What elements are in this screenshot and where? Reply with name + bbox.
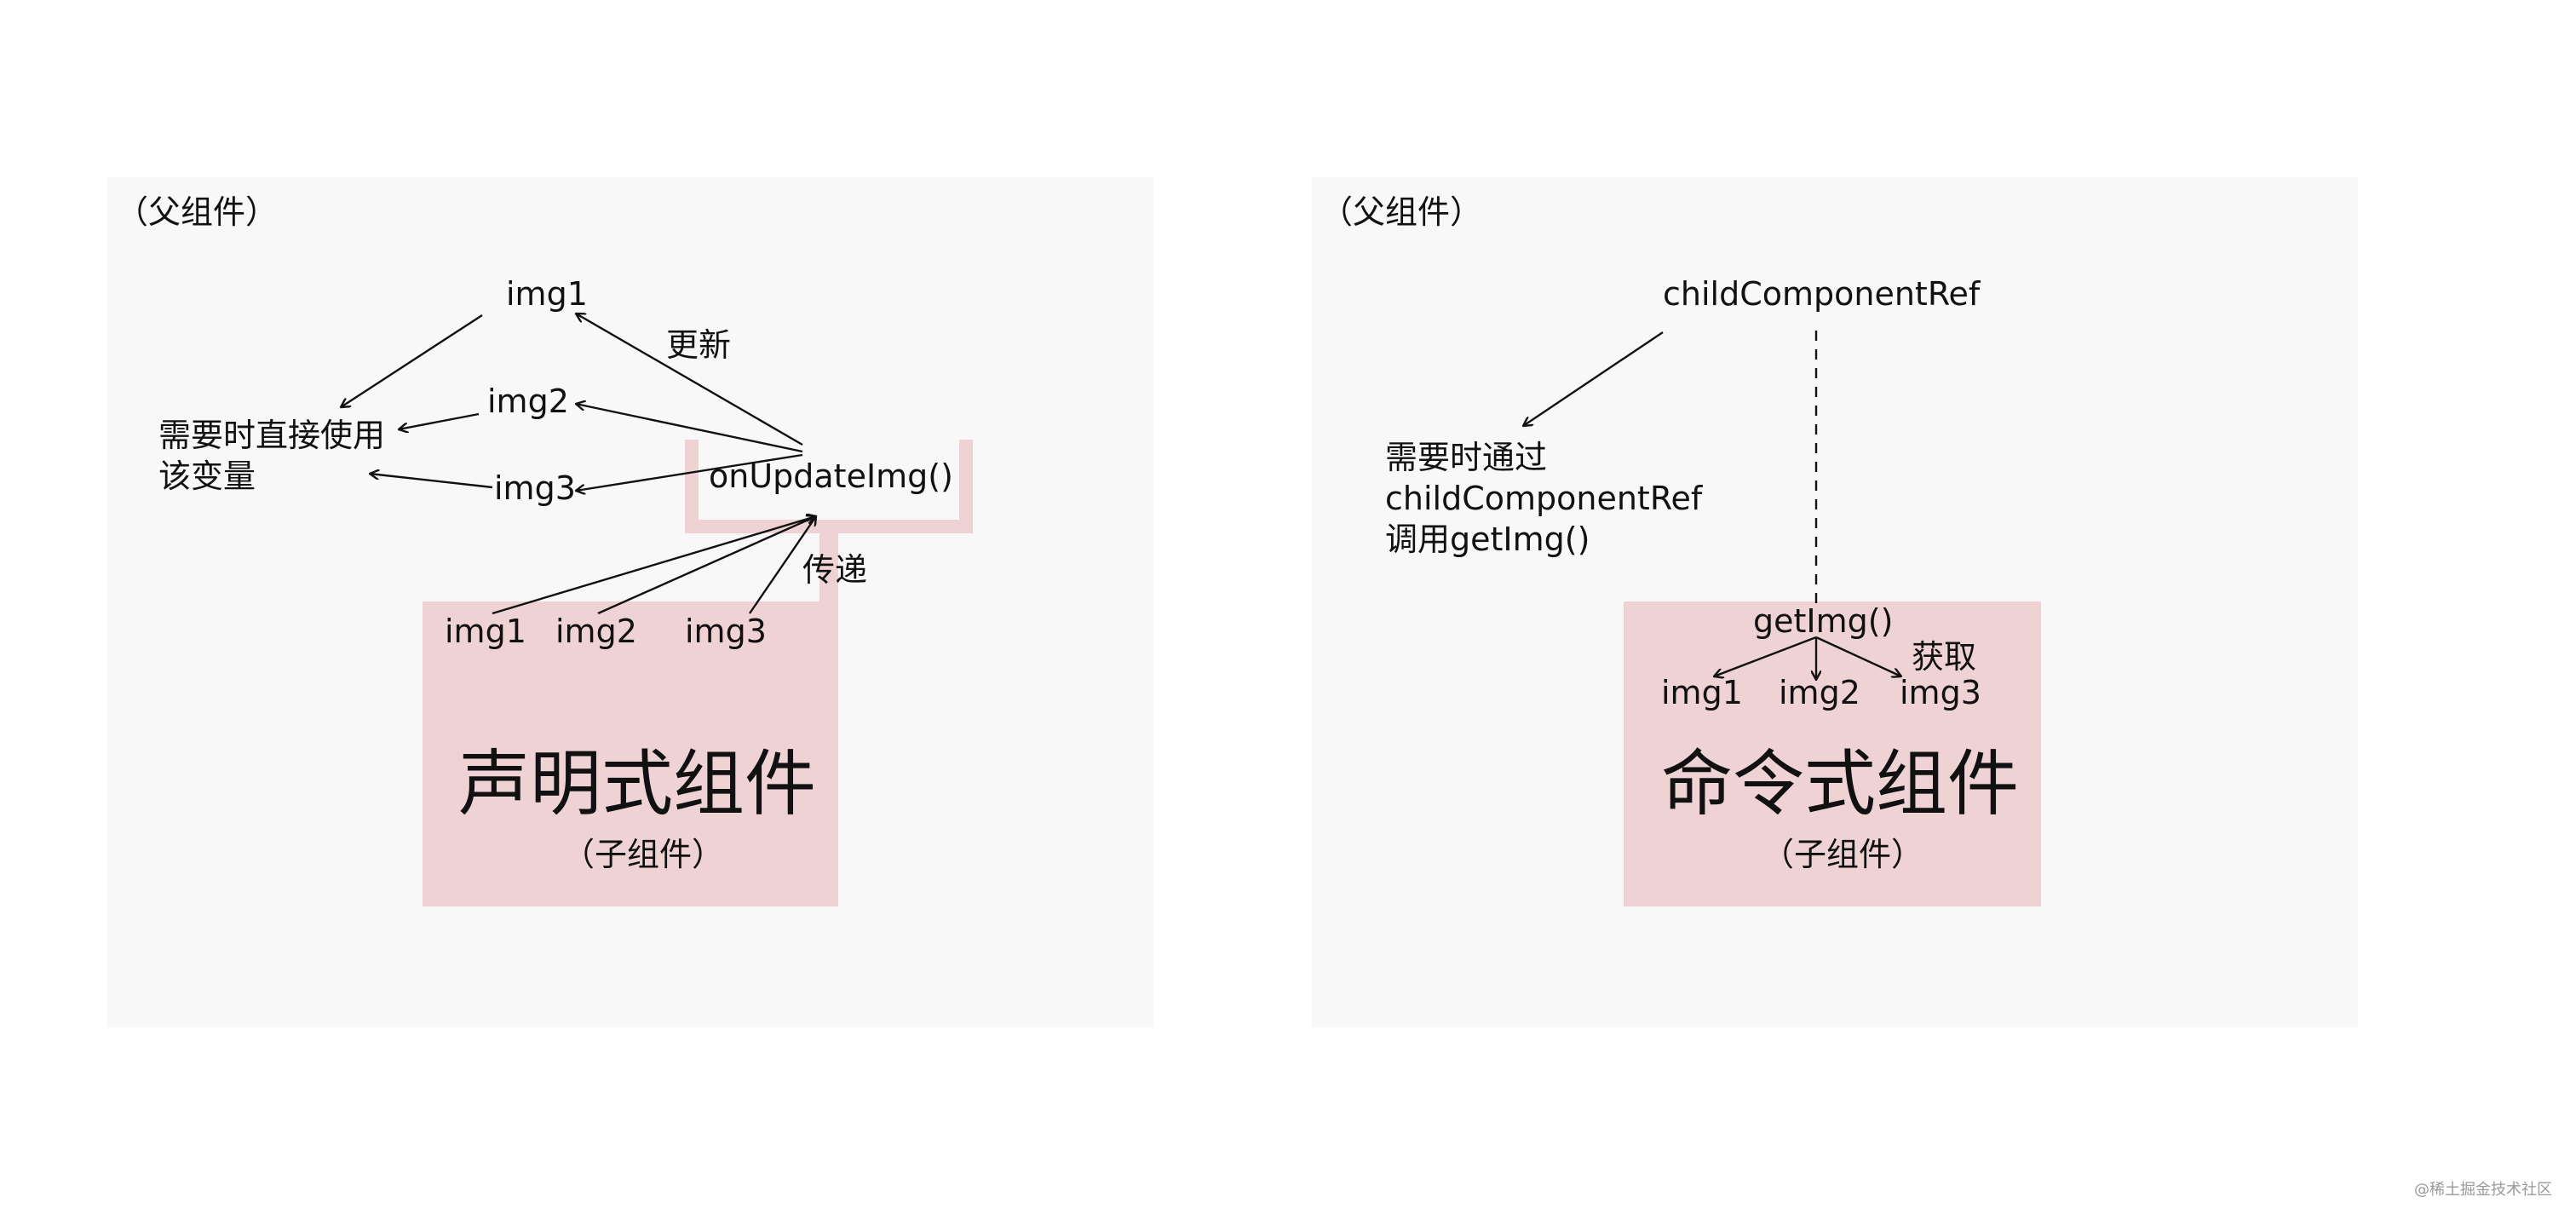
ref-note-line1: 需要时通过 bbox=[1385, 439, 1548, 476]
use-note-line1: 需要时直接使用 bbox=[158, 417, 386, 454]
callback-bracket-right bbox=[959, 440, 973, 533]
arrow-update-img1 bbox=[576, 314, 803, 446]
update-label: 更新 bbox=[666, 326, 732, 364]
get-img-method: getImg() bbox=[1753, 602, 1894, 640]
declarative-title: 声明式组件 bbox=[458, 742, 817, 826]
declarative-subtitle: （子组件） bbox=[562, 836, 725, 873]
arrow-pass-img1 bbox=[492, 516, 816, 615]
arrow-get-img1 bbox=[1714, 636, 1817, 676]
on-update-img-callback: onUpdateImg() bbox=[709, 458, 953, 495]
arrow-ref-to-note bbox=[1523, 331, 1664, 426]
img3-variable: img3 bbox=[494, 469, 576, 507]
parent-label-right: （父组件） bbox=[1320, 193, 1483, 231]
child-img2-right: img2 bbox=[1779, 674, 1860, 711]
arrow-update-img3 bbox=[576, 453, 803, 491]
child-img3-left: img3 bbox=[685, 613, 767, 650]
pass-label: 传递 bbox=[802, 551, 868, 589]
child-img1-right: img1 bbox=[1661, 674, 1743, 711]
imperative-title: 命令式组件 bbox=[1661, 742, 2020, 826]
ref-note-line3: 调用getImg() bbox=[1385, 521, 1590, 558]
img2-variable: img2 bbox=[487, 383, 569, 420]
arrow-img3-to-note bbox=[370, 474, 493, 489]
arrow-img1-to-note bbox=[341, 314, 483, 407]
declarative-child-component bbox=[423, 601, 838, 906]
arrow-pass-img2 bbox=[597, 516, 816, 615]
arrow-pass-img3 bbox=[749, 516, 816, 614]
get-label: 获取 bbox=[1912, 638, 1977, 676]
child-img2-left: img2 bbox=[555, 613, 637, 650]
child-img3-right: img3 bbox=[1900, 674, 1981, 711]
child-component-ref: childComponentRef bbox=[1663, 275, 1981, 313]
imperative-child-component bbox=[1624, 601, 2041, 906]
parent-label-left: （父组件） bbox=[116, 193, 279, 231]
child-img1-left: img1 bbox=[445, 613, 526, 650]
img1-variable: img1 bbox=[506, 275, 588, 313]
watermark: @稀土掘金技术社区 bbox=[2414, 1181, 2552, 1199]
callback-bracket-left bbox=[685, 440, 699, 533]
imperative-subtitle: （子组件） bbox=[1762, 836, 1924, 873]
use-note-line2: 该变量 bbox=[158, 458, 256, 495]
arrow-img2-to-note bbox=[399, 412, 480, 429]
arrow-get-img3 bbox=[1815, 636, 1901, 676]
ref-note-line2: childComponentRef bbox=[1385, 480, 1703, 517]
arrow-update-img2 bbox=[576, 404, 803, 453]
callback-bracket-stem bbox=[819, 520, 838, 610]
